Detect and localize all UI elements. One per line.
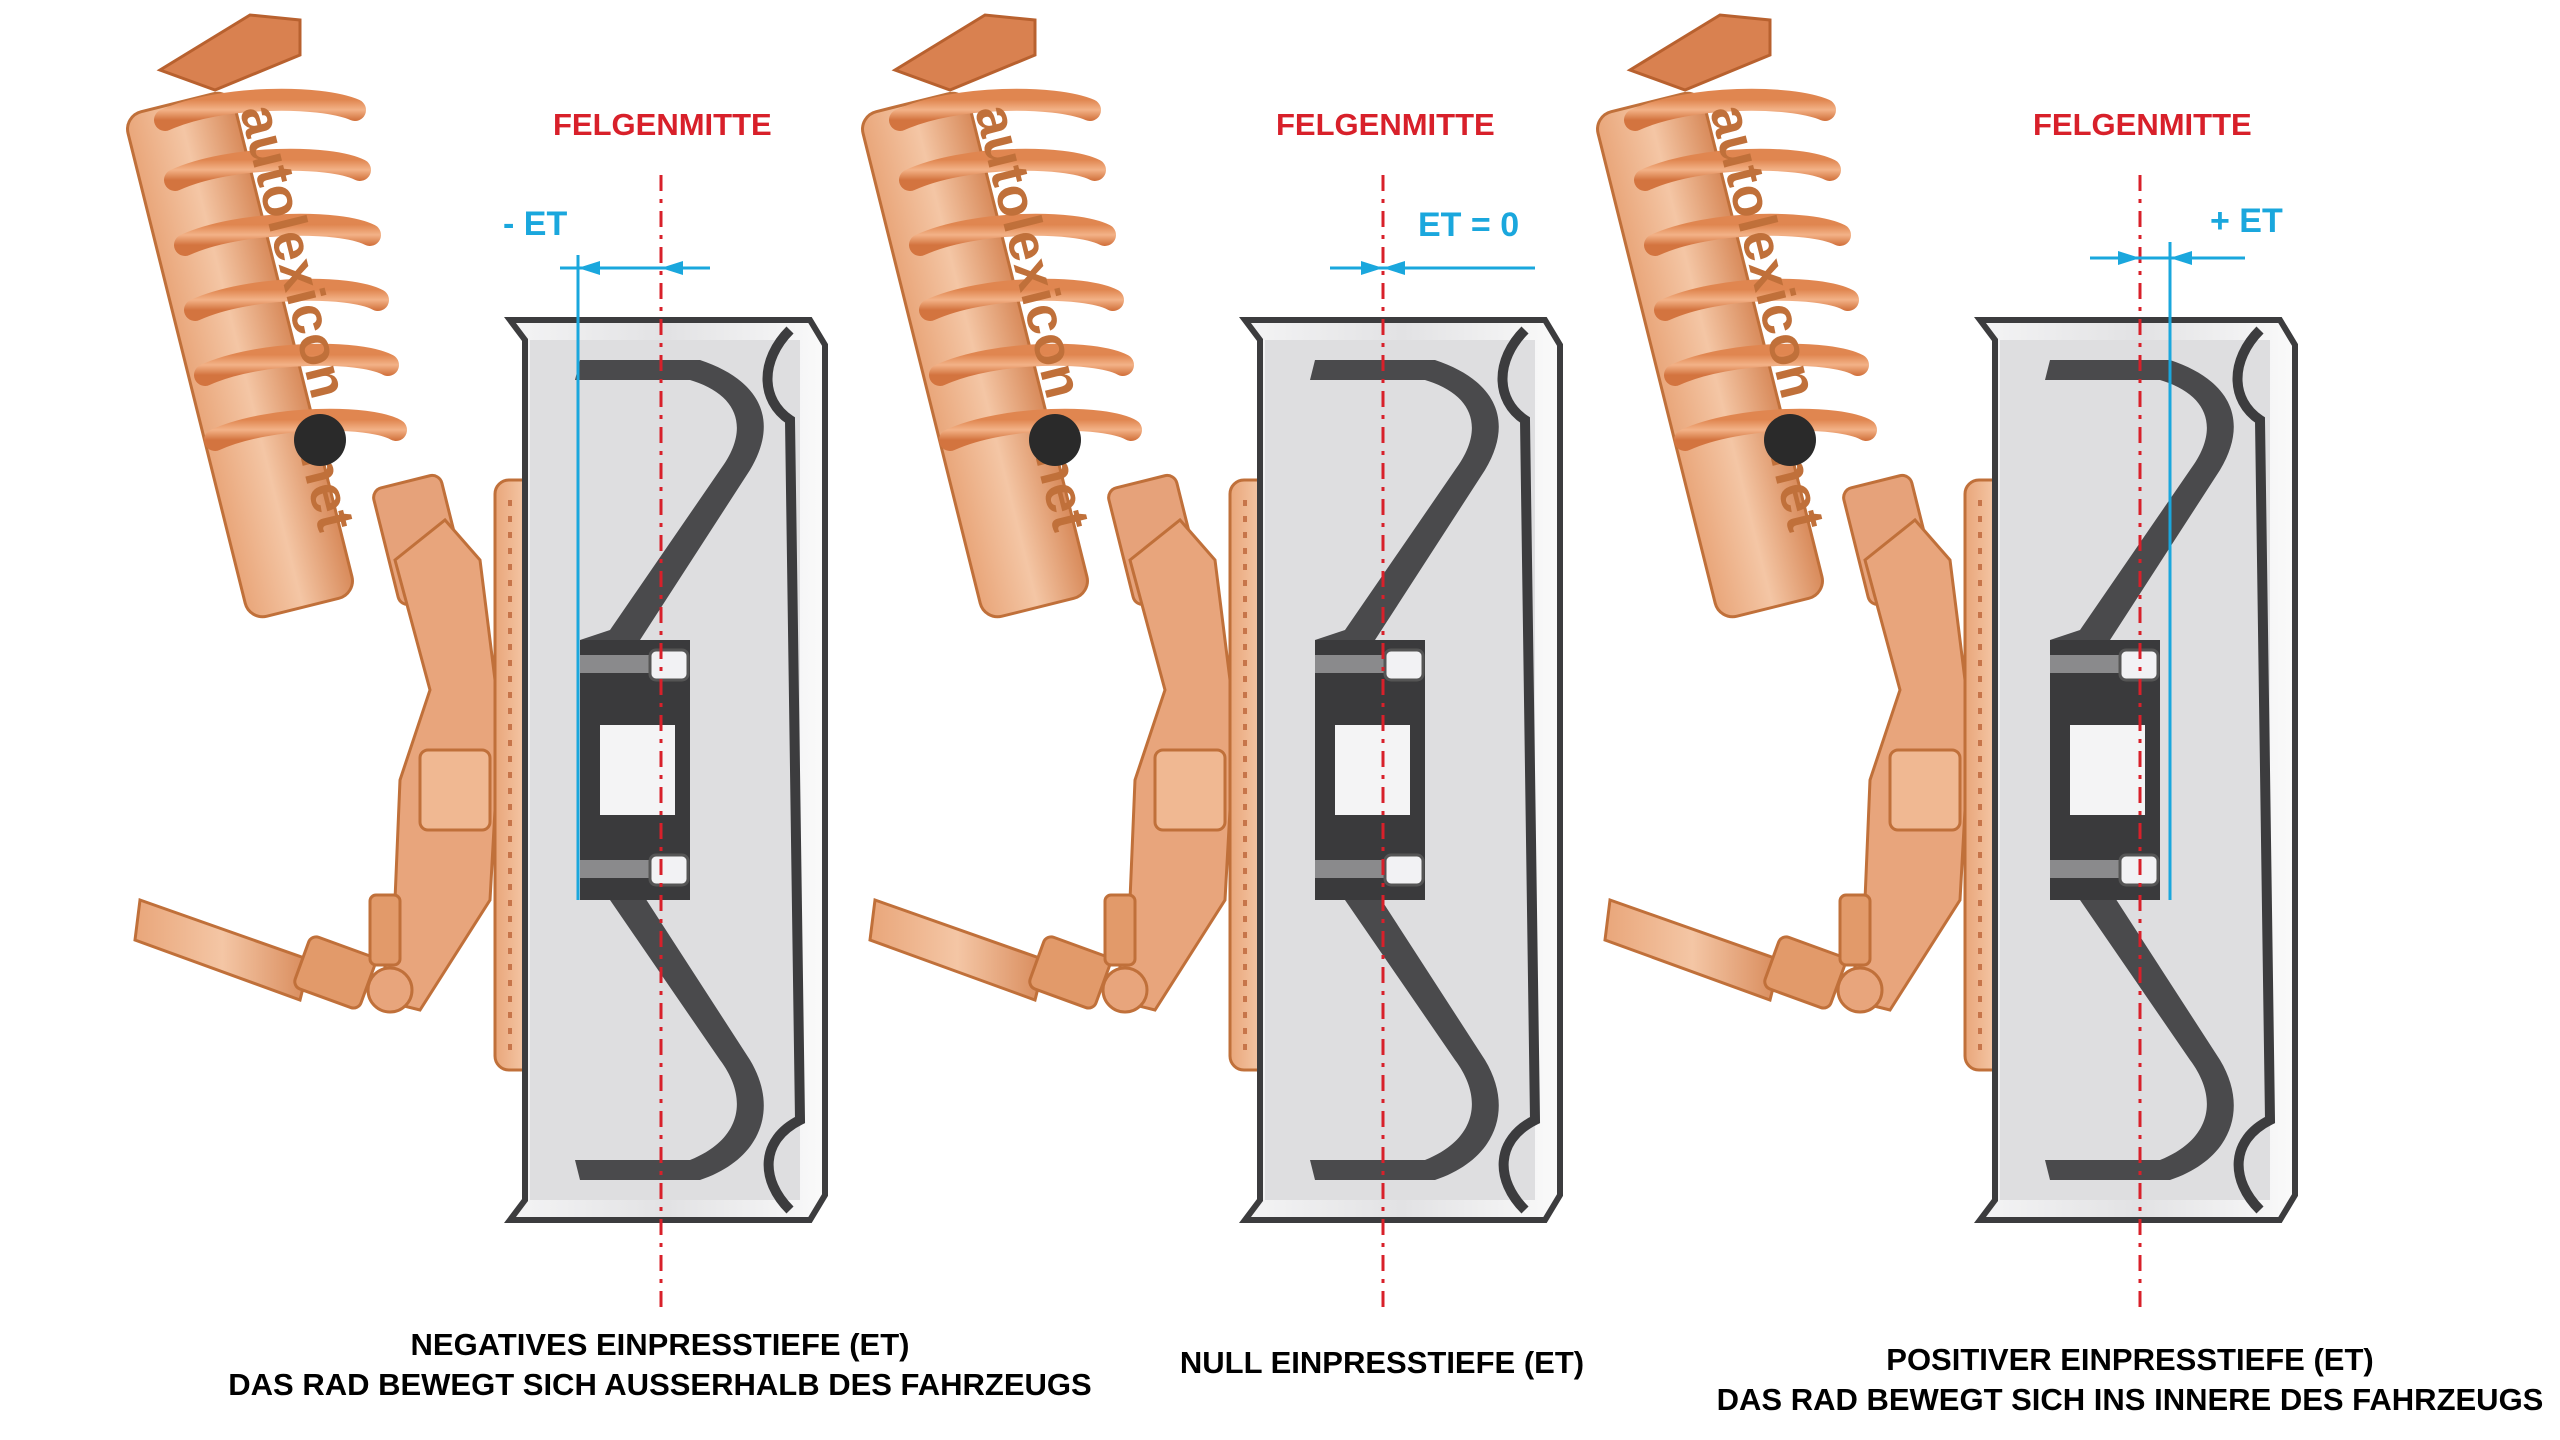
offset-label: - ET	[503, 205, 567, 243]
offset-label: + ET	[2210, 202, 2283, 240]
panel-positive-offset: autolexicon net FELGENMITTE + ET	[1594, 15, 2295, 1310]
arrow-right-icon	[661, 261, 683, 275]
arrow-left-icon	[2170, 251, 2192, 265]
felgenmitte-label: FELGENMITTE	[1276, 107, 1495, 142]
offset-label: ET = 0	[1418, 206, 1519, 244]
arrow-left-icon	[1383, 261, 1405, 275]
arrow-left-icon	[578, 261, 600, 275]
caption-positive: POSITIVER EINPRESSTIEFE (ET) DAS RAD BEW…	[1680, 1340, 2560, 1420]
felgenmitte-label: FELGENMITTE	[2033, 107, 2252, 142]
caption-line: NULL EINPRESSTIEFE (ET)	[1179, 1345, 1585, 1380]
caption-line: NEGATIVES EINPRESSTIEFE (ET)	[410, 1327, 910, 1362]
panel-zero-offset: autolexicon net FELGENMITTE ET = 0	[859, 15, 1560, 1310]
caption-line: DAS RAD BEWEGT SICH INS INNERE DES FAHRZ…	[1716, 1382, 2544, 1417]
arrow-right-icon	[1361, 261, 1383, 275]
caption-line: DAS RAD BEWEGT SICH AUSSERHALB DES FAHRZ…	[228, 1367, 1092, 1402]
caption-negative: NEGATIVES EINPRESSTIEFE (ET) DAS RAD BEW…	[210, 1325, 1110, 1405]
felgenmitte-label: FELGENMITTE	[553, 107, 772, 142]
watermark-logo-icon	[294, 414, 346, 466]
arrow-right-icon	[2118, 251, 2140, 265]
caption-zero: NULL EINPRESSTIEFE (ET)	[932, 1343, 1832, 1383]
panel-negative-offset: autolexicon net FELGENMITTE - ET	[124, 15, 825, 1310]
watermark-logo-icon	[1029, 414, 1081, 466]
caption-line: POSITIVER EINPRESSTIEFE (ET)	[1886, 1342, 2374, 1377]
watermark-logo-icon	[1764, 414, 1816, 466]
